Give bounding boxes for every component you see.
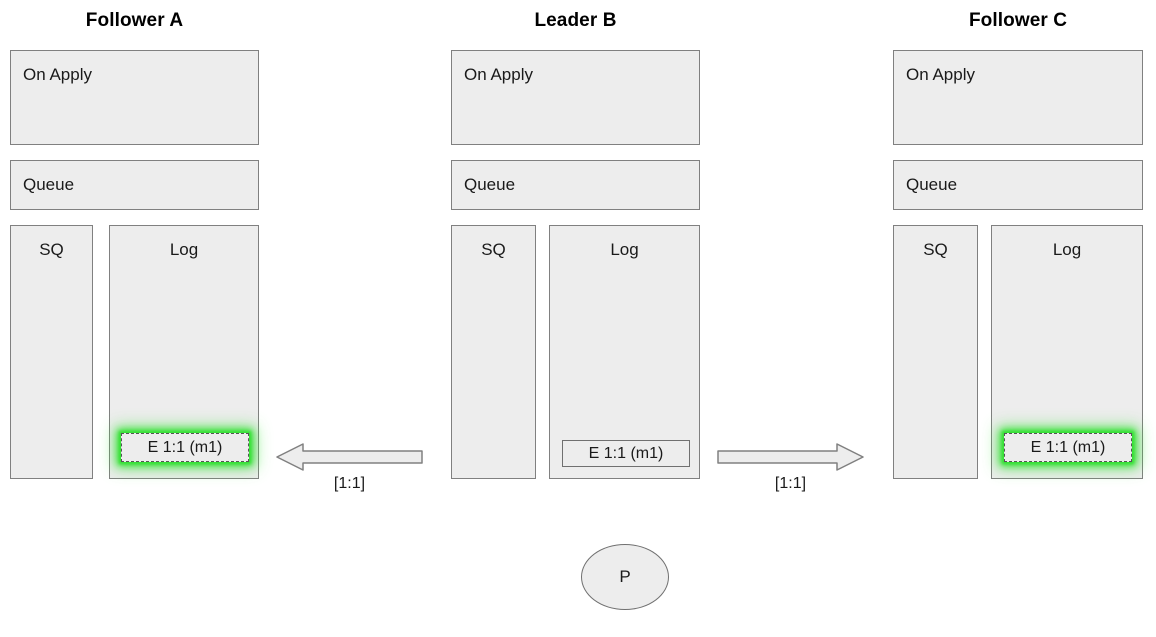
arrow-left-label: [1:1] [333,475,366,492]
queue-label: Queue [464,175,516,194]
on-apply-label: On Apply [23,65,92,84]
sq-label: SQ [481,240,506,259]
sq-label: SQ [39,240,64,259]
arrow-leader-to-follower-a [276,443,423,471]
log-label: Log [610,240,639,259]
log-label: Log [1052,240,1082,259]
left-arrow-shape [276,443,423,471]
column-title-leader-b: Leader B [534,10,617,31]
leader-b-sq-box[interactable]: SQ [451,225,536,479]
column-title-follower-c: Follower C [968,10,1068,31]
leader-b-log-box[interactable]: Log E 1:1 (m1) [549,225,700,479]
client-node[interactable]: P [581,544,669,610]
leader-b-log-entry[interactable]: E 1:1 (m1) [562,440,690,467]
follower-a-sq-box[interactable]: SQ [10,225,93,479]
follower-c-log-box[interactable]: Log E 1:1 (m1) [991,225,1143,479]
column-title-follower-a: Follower A [85,10,184,31]
follower-c-log-entry[interactable]: E 1:1 (m1) [1004,433,1132,462]
on-apply-label: On Apply [464,65,533,84]
follower-a-on-apply-box[interactable]: On Apply [10,50,259,145]
follower-a-log-entry[interactable]: E 1:1 (m1) [121,433,249,462]
on-apply-label: On Apply [906,65,975,84]
log-label: Log [169,240,199,259]
follower-c-on-apply-box[interactable]: On Apply [893,50,1143,145]
queue-label: Queue [23,175,75,194]
arrow-leader-to-follower-c [717,443,864,471]
follower-c-queue-box[interactable]: Queue [893,160,1143,210]
follower-a-log-box[interactable]: Log E 1:1 (m1) [109,225,259,479]
arrow-right-label: [1:1] [774,475,807,492]
queue-label: Queue [906,175,958,194]
leader-b-queue-box[interactable]: Queue [451,160,700,210]
sq-label: SQ [923,240,948,259]
leader-b-on-apply-box[interactable]: On Apply [451,50,700,145]
follower-c-sq-box[interactable]: SQ [893,225,978,479]
follower-a-queue-box[interactable]: Queue [10,160,259,210]
right-arrow-shape [717,443,864,471]
